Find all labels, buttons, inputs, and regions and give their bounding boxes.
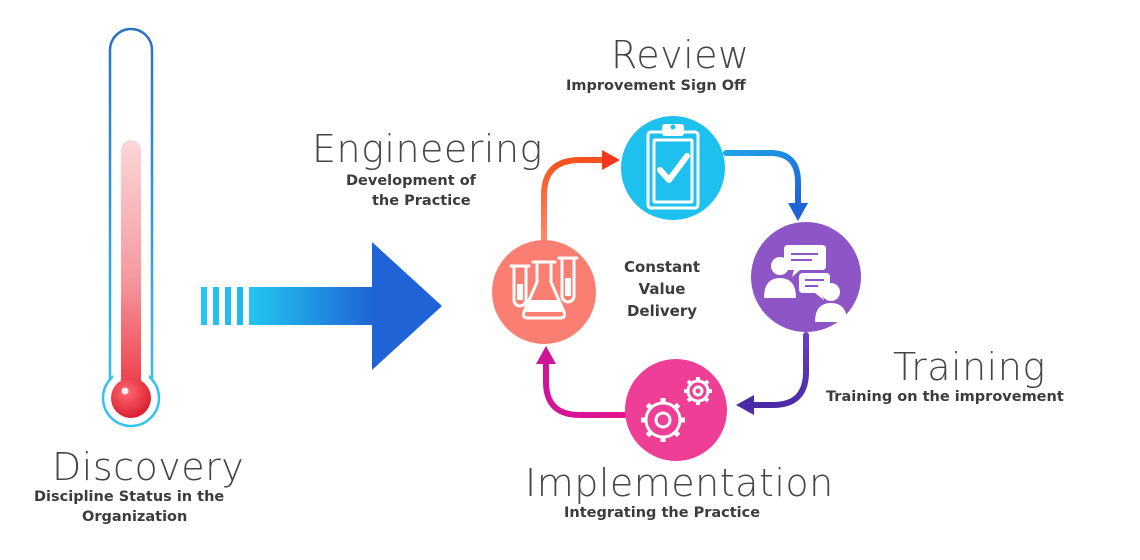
lab-flask-icon xyxy=(492,240,596,344)
stage-title-engineering: Engineering xyxy=(312,127,543,171)
chat-people-icon xyxy=(751,222,861,332)
stage-subtitle-implementation: Integrating the Practice xyxy=(564,505,761,521)
clipboard-check-icon xyxy=(621,116,725,220)
center-label: Constant Value Delivery xyxy=(612,256,712,322)
cycle-arrows xyxy=(536,150,809,418)
stage-subtitle-discovery-line2: Organization xyxy=(82,509,188,525)
thermometer-icon xyxy=(101,27,161,428)
center-label-line3: Delivery xyxy=(626,302,698,320)
stage-title-review: Review xyxy=(611,33,750,77)
stage-title-discovery: Discovery xyxy=(52,445,245,489)
stage-subtitle-discovery-line1: Discipline Status in the xyxy=(34,489,225,505)
big-right-arrow-icon xyxy=(201,242,442,370)
stage-subtitle-engineering-line1: Development of xyxy=(346,173,476,189)
stage-subtitle-engineering-line2: the Practice xyxy=(372,193,471,209)
stage-title-training: Training xyxy=(893,345,1046,389)
stage-title-implementation: Implementation xyxy=(525,461,834,505)
center-label-line1: Constant xyxy=(623,258,701,276)
stage-subtitle-training: Training on the improvement xyxy=(826,389,1064,405)
center-label-line2: Value xyxy=(638,280,686,298)
gears-icon xyxy=(625,359,727,461)
stage-subtitle-review: Improvement Sign Off xyxy=(566,78,746,94)
